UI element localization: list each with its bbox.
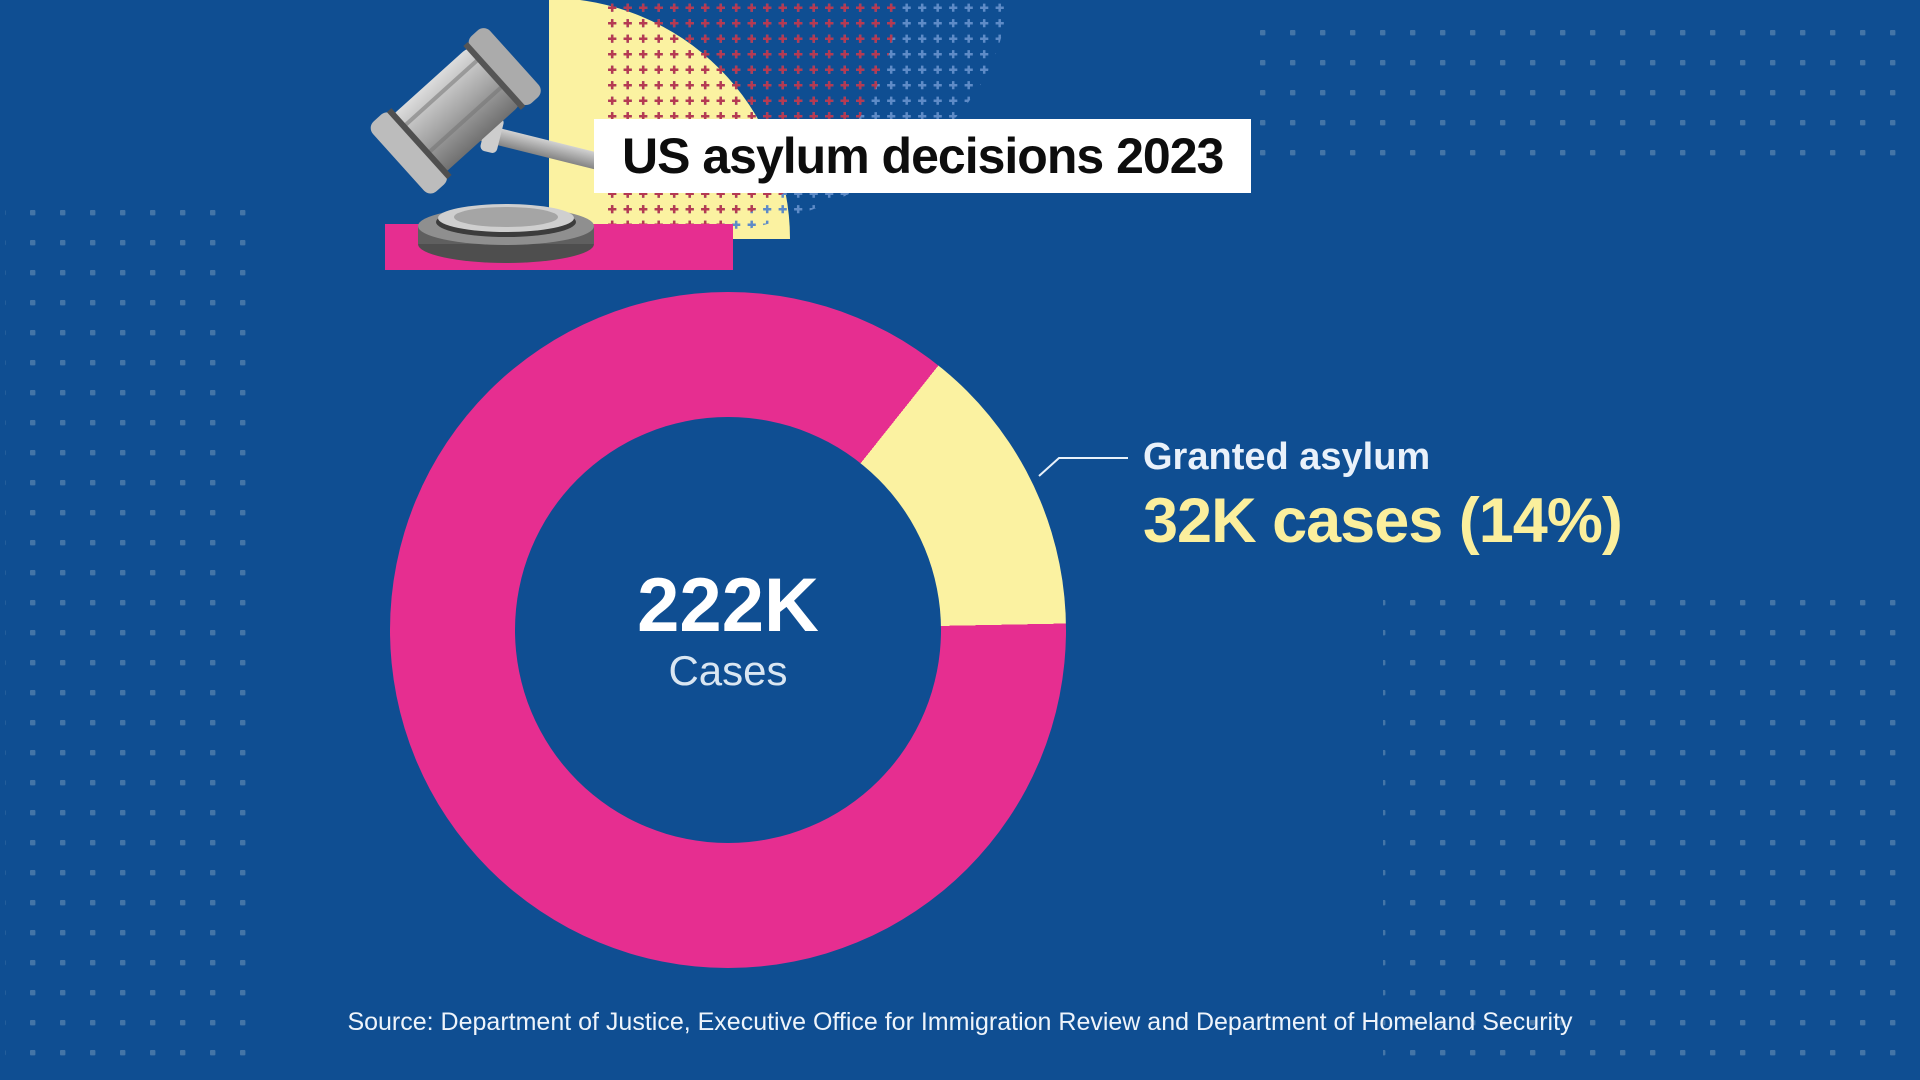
donut-hole: 222K Cases — [515, 417, 941, 843]
source-attribution: Source: Department of Justice, Executive… — [347, 1008, 1573, 1036]
gavel-icon — [370, 28, 617, 263]
donut-total-label: Cases — [668, 647, 788, 694]
dot-grid-top-right — [1236, 20, 1920, 178]
segment-label: Granted asylum — [1143, 436, 1431, 478]
dot-grid-left — [5, 200, 253, 1080]
title-box: US asylum decisions 2023 — [594, 119, 1252, 193]
page-title: US asylum decisions 2023 — [622, 128, 1224, 184]
donut-chart: 222K Cases — [390, 292, 1066, 968]
segment-value: 32K cases (14%) — [1143, 485, 1623, 556]
donut-total-value: 222K — [637, 563, 819, 648]
dot-grid-bottom-right — [1383, 590, 1920, 1080]
callout-text: Granted asylum 32K cases (14%) — [1143, 436, 1623, 556]
